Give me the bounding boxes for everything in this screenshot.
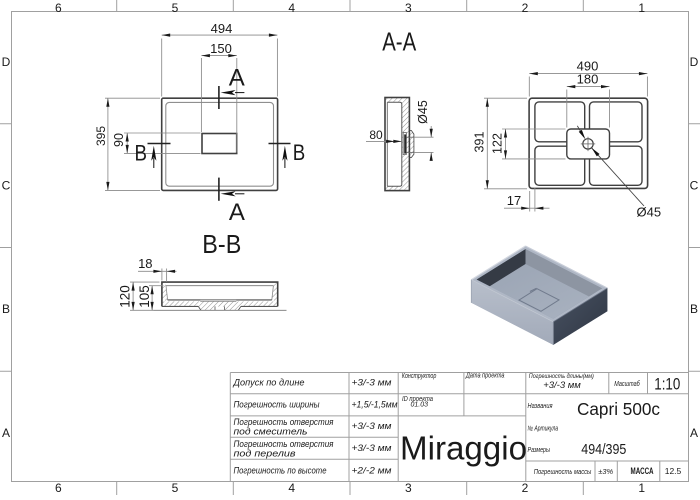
svg-text:4: 4 xyxy=(288,481,295,495)
svg-text:Названия: Названия xyxy=(528,403,553,410)
svg-text:Capri 500c: Capri 500c xyxy=(577,399,660,419)
svg-text:2: 2 xyxy=(522,1,529,15)
svg-text:490: 490 xyxy=(577,58,599,73)
svg-text:494/395: 494/395 xyxy=(581,441,626,458)
svg-text:122: 122 xyxy=(490,133,504,154)
svg-text:№ Артикула: № Артикула xyxy=(528,426,559,433)
svg-text:494: 494 xyxy=(211,21,233,36)
svg-text:B-B: B-B xyxy=(202,229,241,259)
svg-text:Допуск по длине: Допуск по длине xyxy=(233,378,305,389)
svg-text:5: 5 xyxy=(172,481,179,495)
svg-text:Погрешность отверстия: Погрешность отверстия xyxy=(234,417,334,428)
svg-text:D: D xyxy=(690,55,699,69)
svg-text:под смеситель: под смеситель xyxy=(234,426,308,437)
svg-text:C: C xyxy=(2,179,11,193)
svg-text:3: 3 xyxy=(405,1,412,15)
svg-text:+3/-3 мм: +3/-3 мм xyxy=(352,421,393,432)
svg-text:+1,5/-1,5мм: +1,5/-1,5мм xyxy=(352,399,398,410)
svg-text:6: 6 xyxy=(55,481,62,495)
svg-text:4: 4 xyxy=(288,1,295,15)
svg-text:Масштаб: Масштаб xyxy=(614,380,640,388)
svg-text:+3/-3 мм: +3/-3 мм xyxy=(543,380,581,391)
svg-text:80: 80 xyxy=(369,128,383,142)
svg-text:ID проекта: ID проекта xyxy=(402,396,433,403)
svg-text:180: 180 xyxy=(577,72,599,87)
svg-text:B: B xyxy=(134,140,147,165)
svg-text:B: B xyxy=(690,302,698,316)
svg-text:A-A: A-A xyxy=(382,29,416,57)
svg-text:120: 120 xyxy=(118,285,133,308)
svg-text:Ø45: Ø45 xyxy=(637,205,662,220)
svg-text:1: 1 xyxy=(638,1,645,15)
svg-text:3: 3 xyxy=(405,481,412,495)
svg-text:Погрешность по высоте: Погрешность по высоте xyxy=(234,466,327,477)
svg-text:150: 150 xyxy=(210,41,232,56)
svg-text:Ø45: Ø45 xyxy=(416,100,430,124)
svg-text:+2/-2 мм: +2/-2 мм xyxy=(352,466,393,477)
svg-text:2: 2 xyxy=(522,481,529,495)
svg-text:C: C xyxy=(690,179,699,193)
svg-text:18: 18 xyxy=(138,256,152,271)
svg-text:A: A xyxy=(229,64,245,91)
svg-text:01.03: 01.03 xyxy=(411,402,429,409)
svg-text:Погрешность отверстия: Погрешность отверстия xyxy=(234,439,334,450)
svg-text:A: A xyxy=(2,426,10,440)
svg-text:Погрешность ширины: Погрешность ширины xyxy=(234,399,320,410)
svg-text:Погрешность длины(мм): Погрешность длины(мм) xyxy=(529,372,594,380)
svg-text:A: A xyxy=(229,199,245,226)
svg-text:МАССА: МАССА xyxy=(631,466,654,476)
svg-text:1: 1 xyxy=(638,481,645,495)
svg-text:+3/-3 мм: +3/-3 мм xyxy=(352,378,393,389)
svg-text:под перелив: под перелив xyxy=(234,449,296,460)
svg-text:12.5: 12.5 xyxy=(665,466,682,476)
svg-text:A: A xyxy=(690,426,698,440)
svg-text:90: 90 xyxy=(112,133,126,147)
svg-text:391: 391 xyxy=(473,132,487,153)
svg-text:105: 105 xyxy=(137,285,152,308)
svg-text:395: 395 xyxy=(94,126,108,146)
svg-text:Конструктор: Конструктор xyxy=(402,373,437,380)
svg-text:6: 6 xyxy=(55,1,62,15)
svg-text:D: D xyxy=(2,55,11,69)
svg-text:+3/-3 мм: +3/-3 мм xyxy=(352,443,393,454)
svg-text:17: 17 xyxy=(507,193,521,208)
svg-text:±3%: ±3% xyxy=(598,467,613,476)
svg-text:Размеры: Размеры xyxy=(528,447,551,454)
svg-text:B: B xyxy=(2,302,10,316)
svg-text:1:10: 1:10 xyxy=(654,376,680,394)
svg-text:Miraggio: Miraggio xyxy=(400,429,527,466)
svg-text:5: 5 xyxy=(172,1,179,15)
svg-text:Дата проекта: Дата проекта xyxy=(465,373,504,380)
svg-text:B: B xyxy=(293,140,306,165)
svg-text:Погрешность массы: Погрешность массы xyxy=(534,467,592,476)
